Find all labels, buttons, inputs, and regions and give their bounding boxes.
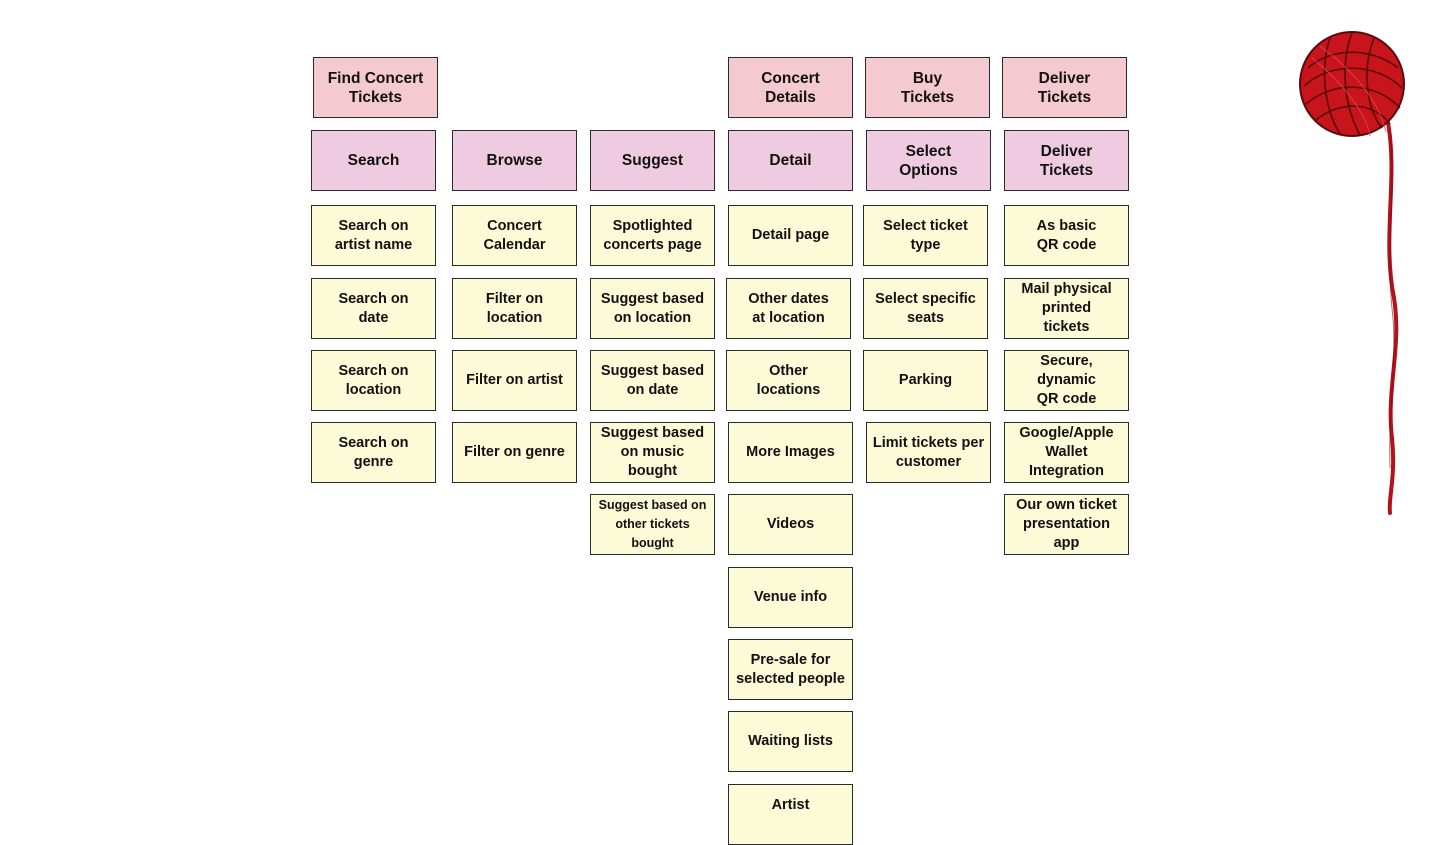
task-browse[interactable]: Browse — [452, 130, 577, 191]
task-suggest[interactable]: Suggest — [590, 130, 715, 191]
story-suggest-location[interactable]: Suggest based on location — [590, 278, 715, 339]
story-basic-qr[interactable]: As basic QR code — [1004, 205, 1129, 266]
story-search-date[interactable]: Search on date — [311, 278, 436, 339]
story-more-images[interactable]: More Images — [728, 422, 853, 483]
story-select-ticket-type[interactable]: Select ticket type — [863, 205, 988, 266]
story-suggest-other-tickets[interactable]: Suggest based on other tickets bought — [590, 494, 715, 555]
story-own-app[interactable]: Our own ticket presentation app — [1004, 494, 1129, 555]
story-artist[interactable]: Artist — [728, 784, 853, 845]
story-wallet-integration[interactable]: Google/Apple Wallet Integration — [1004, 422, 1129, 483]
task-search[interactable]: Search — [311, 130, 436, 191]
story-parking[interactable]: Parking — [863, 350, 988, 411]
activity-deliver-tickets[interactable]: Deliver Tickets — [1002, 57, 1127, 118]
task-deliver-tickets[interactable]: Deliver Tickets — [1004, 130, 1129, 191]
story-spotlighted-concerts[interactable]: Spotlighted concerts page — [590, 205, 715, 266]
yarn-ball-icon — [1299, 31, 1405, 515]
story-videos[interactable]: Videos — [728, 494, 853, 555]
activity-concert-details[interactable]: Concert Details — [728, 57, 853, 118]
story-map: Find Concert Tickets Concert Details Buy… — [311, 31, 1405, 845]
story-filter-genre[interactable]: Filter on genre — [452, 422, 577, 483]
story-mail-physical[interactable]: Mail physical printed tickets — [1004, 278, 1129, 339]
story-suggest-date[interactable]: Suggest based on date — [590, 350, 715, 411]
story-select-seats[interactable]: Select specific seats — [863, 278, 988, 339]
story-detail-page[interactable]: Detail page — [728, 205, 853, 266]
task-detail[interactable]: Detail — [728, 130, 853, 191]
story-other-dates[interactable]: Other dates at location — [726, 278, 851, 339]
task-select-options[interactable]: Select Options — [866, 130, 991, 191]
story-search-location[interactable]: Search on location — [311, 350, 436, 411]
story-suggest-music-bought[interactable]: Suggest based on music bought — [590, 422, 715, 483]
story-filter-artist[interactable]: Filter on artist — [452, 350, 577, 411]
activity-find-concert-tickets[interactable]: Find Concert Tickets — [313, 57, 438, 118]
story-concert-calendar[interactable]: Concert Calendar — [452, 205, 577, 266]
story-venue-info[interactable]: Venue info — [728, 567, 853, 628]
story-limit-tickets[interactable]: Limit tickets per customer — [866, 422, 991, 483]
story-waiting-lists[interactable]: Waiting lists — [728, 711, 853, 772]
story-search-genre[interactable]: Search on genre — [311, 422, 436, 483]
story-other-locations[interactable]: Other locations — [726, 350, 851, 411]
story-search-artist-name[interactable]: Search on artist name — [311, 205, 436, 266]
story-secure-qr[interactable]: Secure, dynamic QR code — [1004, 350, 1129, 411]
activity-buy-tickets[interactable]: Buy Tickets — [865, 57, 990, 118]
story-pre-sale[interactable]: Pre-sale for selected people — [728, 639, 853, 700]
story-filter-location[interactable]: Filter on location — [452, 278, 577, 339]
